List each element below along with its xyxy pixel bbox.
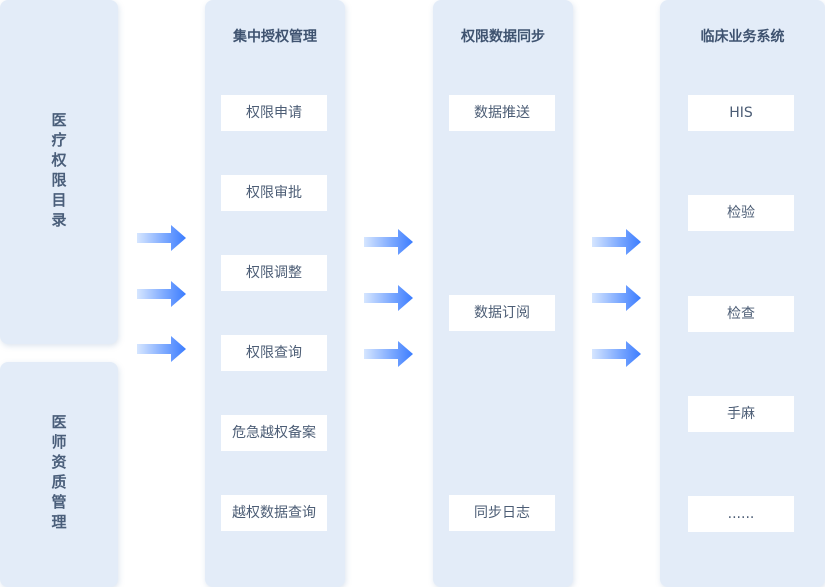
- column-panel-2: 权限数据同步 数据推送 数据订阅 同步日志: [433, 0, 573, 587]
- left-top-char: 医: [51, 111, 67, 129]
- column1-item-5: 危急越权备案: [221, 415, 327, 451]
- left-bottom-char: 管: [51, 493, 67, 511]
- left-top-char: 录: [51, 211, 67, 229]
- column1-item-4: 权限查询: [221, 335, 327, 371]
- column3-item-2: 检验: [688, 195, 794, 231]
- left-top-char: 疗: [51, 131, 67, 149]
- left-top-char: 限: [51, 171, 67, 189]
- arrow-right-icon: [137, 224, 187, 252]
- left-bottom-char: 医: [51, 413, 67, 431]
- left-bottom-label: 医师资质管理: [0, 412, 118, 532]
- column1-item-6: 越权数据查询: [221, 495, 327, 531]
- arrow-right-icon: [592, 340, 642, 368]
- column2-item-2: 数据订阅: [449, 295, 555, 331]
- left-bottom-char: 理: [51, 513, 67, 531]
- arrow-right-icon: [137, 280, 187, 308]
- arrow-right-icon: [364, 284, 414, 312]
- left-top-label: 医疗权限目录: [0, 110, 118, 230]
- arrow-right-icon: [137, 335, 187, 363]
- column3-item-1: HIS: [688, 95, 794, 131]
- column1-item-2: 权限审批: [221, 175, 327, 211]
- column3-item-3: 检查: [688, 296, 794, 332]
- column1-item-1: 权限申请: [221, 95, 327, 131]
- column-title-1: 集中授权管理: [233, 29, 317, 45]
- left-bottom-char: 质: [51, 473, 67, 491]
- arrow-right-icon: [592, 284, 642, 312]
- left-top-char: 目: [51, 191, 67, 209]
- arrow-right-icon: [364, 228, 414, 256]
- left-bottom-char: 资: [51, 453, 67, 471]
- left-panel-bottom: 医师资质管理: [0, 362, 118, 587]
- column1-item-3: 权限调整: [221, 255, 327, 291]
- left-bottom-char: 师: [51, 433, 67, 451]
- column-panel-1: 集中授权管理 权限申请 权限审批 权限调整 权限查询 危急越权备案 越权数据查询: [205, 0, 345, 587]
- left-top-char: 权: [51, 151, 67, 169]
- column-panel-3: 临床业务系统 HIS 检验 检查 手麻 ......: [660, 0, 825, 587]
- arrow-right-icon: [364, 340, 414, 368]
- column3-item-5: ......: [688, 496, 794, 532]
- column2-item-3: 同步日志: [449, 495, 555, 531]
- column3-item-4: 手麻: [688, 396, 794, 432]
- left-panel-top: 医疗权限目录: [0, 0, 118, 344]
- column-title-3: 临床业务系统: [700, 29, 785, 45]
- column-title-2: 权限数据同步: [461, 29, 545, 45]
- arrow-right-icon: [592, 228, 642, 256]
- column2-item-1: 数据推送: [449, 95, 555, 131]
